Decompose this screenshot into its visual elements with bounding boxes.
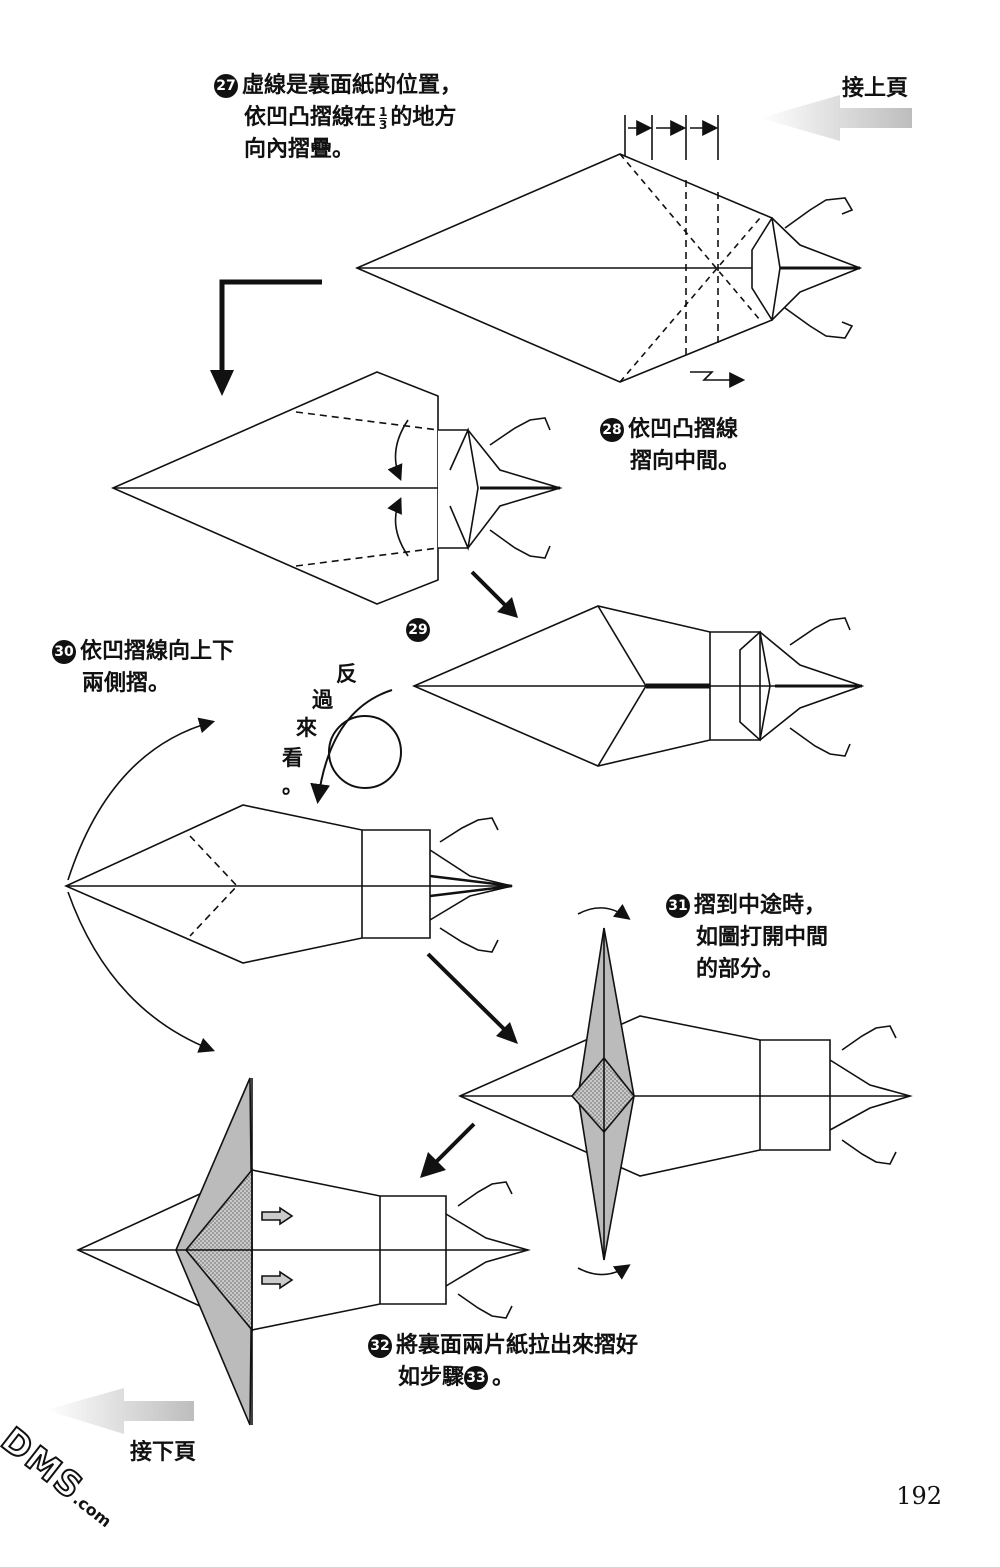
flow-arrow-28-29 — [470, 570, 518, 618]
step31-line1: 摺到中途時， — [694, 893, 827, 918]
step27-line2a: 依凹凸摺線在 — [244, 105, 377, 130]
step32-number: 32 — [368, 1334, 392, 1358]
step27-number: 27 — [214, 74, 238, 98]
step31-line2: 如圖打開中間 — [696, 925, 829, 950]
step30-number: 30 — [52, 640, 76, 664]
step28-line2: 摺向中間。 — [630, 449, 741, 474]
step31-number: 31 — [666, 894, 690, 918]
step32-line2a: 如步驟 — [398, 1365, 465, 1390]
step27-line2b: 的地方 — [390, 105, 457, 130]
step31-line3: 的部分。 — [696, 957, 785, 982]
step32-line2b: 。 — [492, 1365, 515, 1390]
step29-text: 29 — [406, 614, 434, 646]
flip-note-char-5: 。 — [282, 774, 303, 798]
prev-page-arrow-icon — [760, 95, 912, 141]
step32-line1: 將裏面兩片紙拉出來摺好 — [396, 1333, 639, 1358]
next-page-arrow-icon — [46, 1388, 194, 1434]
flip-note-char-3: 來 — [296, 716, 317, 740]
step28-number: 28 — [600, 418, 624, 442]
step30-line1: 依凹摺線向上下 — [80, 639, 235, 664]
step33-ref-number: 33 — [464, 1366, 489, 1390]
prev-page-label: 接上頁 — [842, 76, 909, 101]
step28-figure — [111, 371, 563, 605]
flip-note-char-1: 反 — [336, 662, 357, 686]
flow-arrow-31-32 — [420, 1122, 476, 1178]
flow-arrow-30-31 — [426, 952, 518, 1044]
page-number: 192 — [896, 1482, 942, 1510]
step30-line2: 兩側摺。 — [82, 671, 171, 696]
step28-line1: 依凹凸摺線 — [628, 417, 739, 442]
step32-figure — [76, 1077, 531, 1426]
next-page-label: 接下頁 — [130, 1440, 197, 1465]
step31-figure — [458, 903, 913, 1280]
step29-figure — [411, 605, 865, 767]
step29-number: 29 — [406, 618, 430, 642]
step27-line3: 向內摺疊。 — [244, 137, 355, 162]
flip-over-icon — [310, 689, 402, 804]
step30-figure — [64, 717, 513, 1053]
flow-arrow-27-28 — [210, 279, 322, 396]
flip-note-char-2: 過 — [312, 688, 333, 712]
flip-note-char-4: 看 — [282, 746, 303, 770]
step27-figure — [354, 115, 863, 388]
step27-line1: 虛線是裏面紙的位置， — [242, 73, 463, 98]
